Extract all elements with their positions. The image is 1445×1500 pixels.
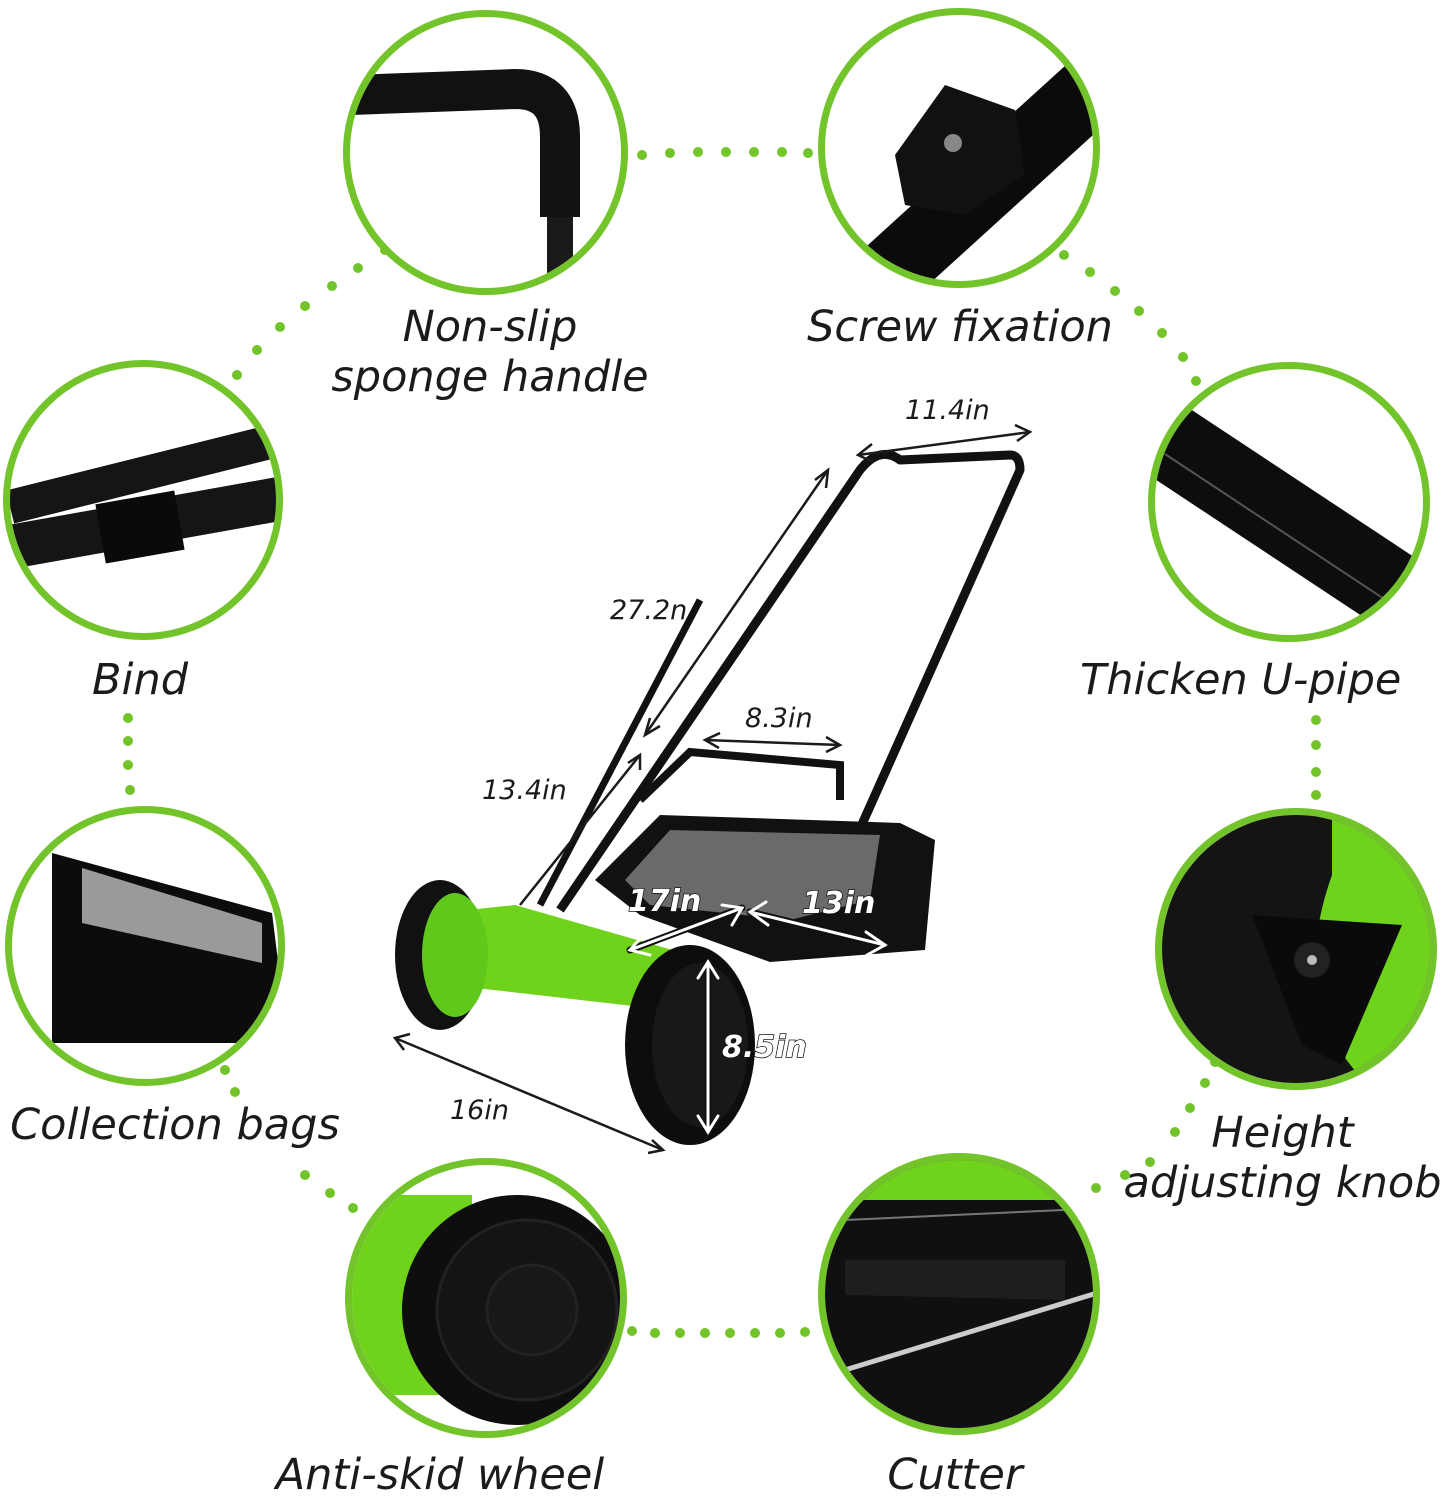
- dim-handle-top-width: 11.4in: [905, 395, 990, 426]
- sponge-handle-label-line2: sponge handle: [331, 352, 649, 402]
- anti-skid-wheel-photo: [345, 1158, 627, 1438]
- anti-skid-wheel-label: Anti-skid wheel: [275, 1450, 605, 1500]
- bind-label: Bind: [92, 655, 188, 705]
- bind-strap-photo: [3, 360, 283, 640]
- dim-upper-handle-length: 27.2n: [610, 595, 688, 626]
- dim-lower-handle-length: 13.4in: [482, 775, 567, 806]
- screw-fixation-label: Screw fixation: [807, 302, 1113, 352]
- collection-bag-photo: [5, 806, 285, 1086]
- sponge-handle-photo: [343, 10, 628, 295]
- dim-wheel-diameter: 8.5in: [721, 1029, 807, 1066]
- dim-bag-width: 13in: [801, 885, 876, 922]
- dim-lower-handle-width: 8.3in: [745, 703, 813, 734]
- cutter-label: Cutter: [887, 1450, 1023, 1500]
- dim-bag-length: 17in: [627, 883, 702, 920]
- sponge-handle-label-line1: Non-slip: [402, 302, 578, 352]
- dim-cutting-width: 16in: [450, 1095, 509, 1126]
- u-pipe-photo: [1148, 362, 1430, 642]
- cutter-photo: [818, 1153, 1100, 1435]
- u-pipe-label: Thicken U-pipe: [1080, 655, 1402, 705]
- height-knob-label-line2: adjusting knob: [1123, 1158, 1442, 1208]
- collection-bags-label: Collection bags: [10, 1100, 340, 1150]
- height-knob-photo: [1155, 808, 1437, 1090]
- screw-fixation-photo: [818, 8, 1100, 288]
- height-knob-label-line1: Height: [1211, 1108, 1354, 1158]
